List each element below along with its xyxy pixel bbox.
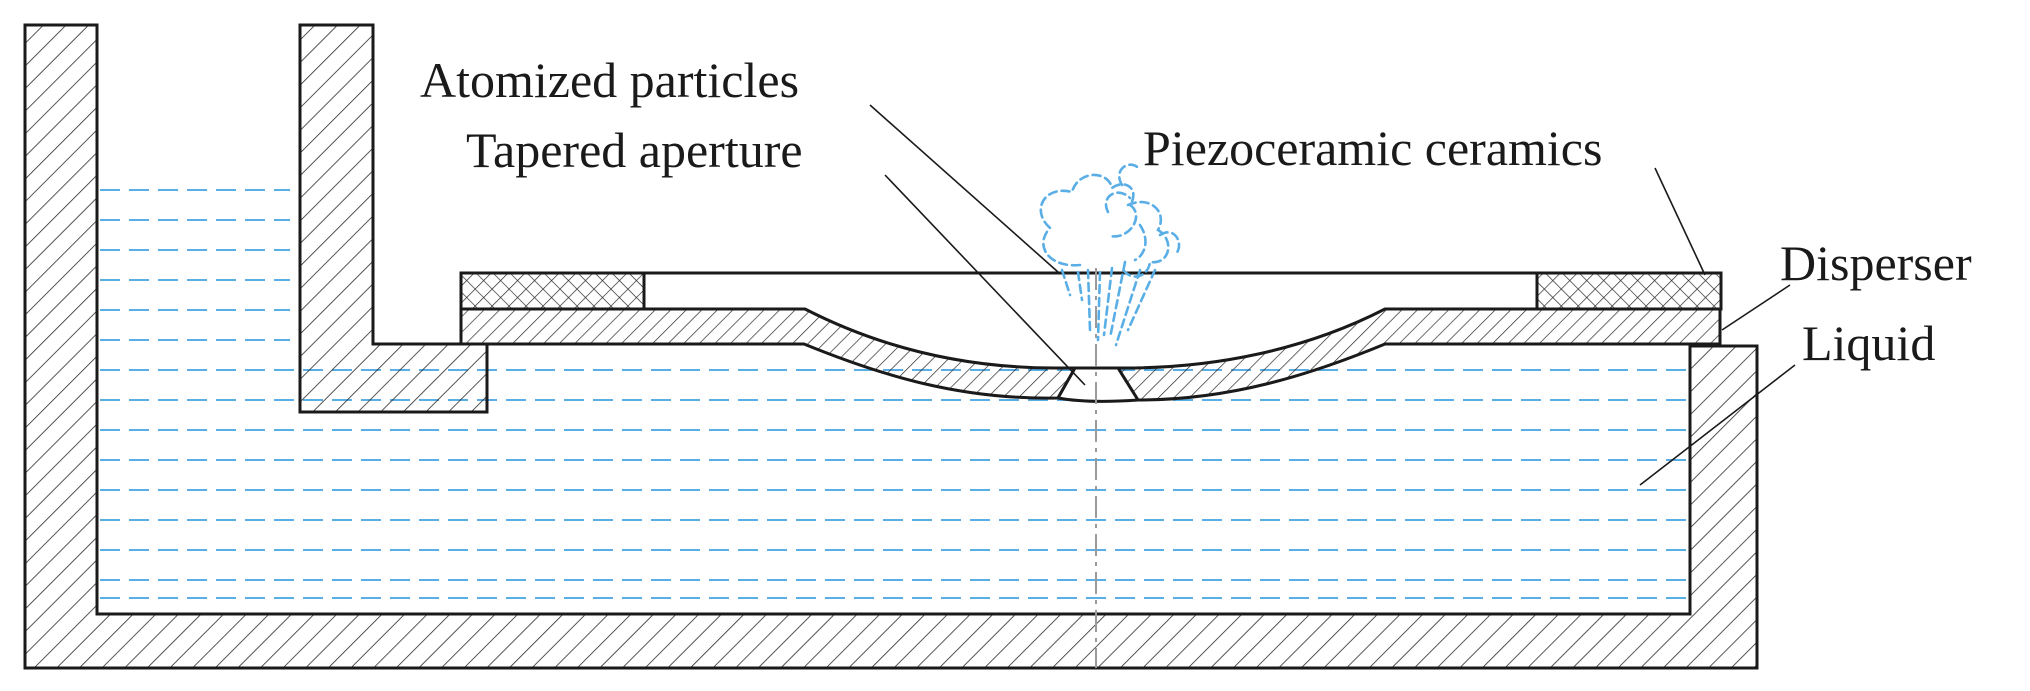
piezoceramic-ring-right (1535, 271, 1723, 311)
liquid-left-column-lines (100, 189, 290, 341)
container-wall (23, 23, 1759, 670)
disperser-plate-left (459, 307, 1077, 400)
disperser-plate-right (1116, 307, 1722, 402)
leader-disperser (1721, 284, 1791, 331)
labels: Atomized particles Tapered aperture Piez… (420, 52, 1972, 371)
leader-tapered-aperture (884, 174, 1086, 386)
label-piezoceramic-ceramics: Piezoceramic ceramics (1143, 120, 1602, 176)
leader-liquid (1639, 364, 1796, 486)
leader-piezoceramic (1654, 167, 1706, 276)
label-liquid: Liquid (1802, 315, 1935, 371)
tapered-aperture (1056, 366, 1140, 403)
liquid-main-lines (100, 369, 1688, 599)
leader-lines (869, 104, 1796, 486)
leader-atomized-particles (869, 104, 1059, 273)
liquid-region (100, 189, 1688, 599)
label-tapered-aperture: Tapered aperture (466, 122, 803, 178)
atomized-particles-spray (1039, 163, 1181, 347)
label-disperser: Disperser (1780, 235, 1972, 291)
label-atomized-particles: Atomized particles (420, 52, 799, 108)
piezoceramic-ring-left (459, 271, 646, 311)
